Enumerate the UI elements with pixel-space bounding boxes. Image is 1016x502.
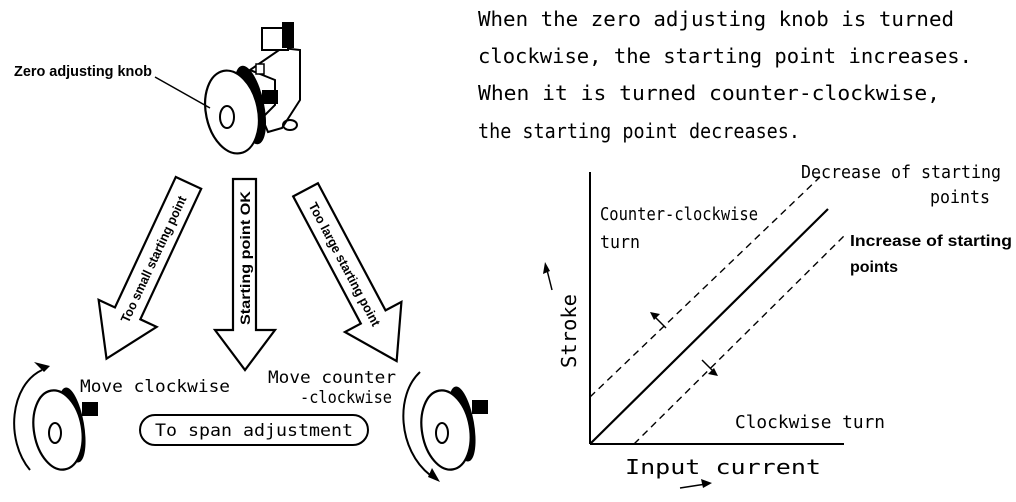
ccw-turn-label-1: Counter-clockwise — [600, 204, 758, 225]
too-large-label: Too large starting point — [306, 200, 384, 329]
span-adjustment-label: To span adjustment — [155, 421, 353, 441]
stroke-current-graph — [589, 172, 847, 445]
knob-leader-line — [154, 76, 211, 109]
decrease-label-1: Decrease of starting — [801, 162, 1001, 183]
knob-assembly-icon — [204, 22, 301, 155]
move-clockwise-label: Move clockwise — [80, 377, 230, 397]
cw-turn-label: Clockwise turn — [735, 412, 885, 433]
increase-label-2: points — [850, 259, 898, 276]
x-axis-arrow-icon — [679, 483, 707, 489]
span-adjustment-button[interactable]: To span adjustment — [139, 414, 369, 446]
ok-arrow: Starting point OK — [212, 177, 278, 372]
move-counter-label-2: -clockwise — [300, 388, 392, 408]
knob-ccw-icon — [402, 371, 488, 482]
increase-label-1: Increase of starting — [850, 233, 1012, 250]
too-large-arrow: Too large starting point — [291, 181, 403, 363]
decrease-line — [589, 176, 821, 398]
y-axis-label: Stroke — [557, 294, 581, 368]
knob-cw-icon — [13, 362, 98, 471]
move-counter-label-1: Move counter — [268, 368, 396, 388]
ccw-turn-label-2: turn — [600, 232, 640, 253]
ok-label: Starting point OK — [237, 191, 253, 325]
description-line-2: clockwise, the starting point increases. — [478, 44, 972, 68]
description-line-1: When the zero adjusting knob is turned — [478, 7, 954, 31]
too-small-arrow: Too small starting point — [97, 175, 203, 361]
knob-label: Zero adjusting knob — [14, 63, 152, 80]
increase-line — [633, 233, 847, 445]
x-axis-label: Input current — [625, 455, 821, 479]
too-small-label: Too small starting point — [117, 193, 189, 325]
description-line-4: the starting point decreases. — [478, 119, 800, 143]
description-line-3: When it is turned counter-clockwise, — [478, 81, 940, 105]
standard-line — [589, 208, 829, 445]
decrease-label-2: points — [930, 187, 990, 208]
